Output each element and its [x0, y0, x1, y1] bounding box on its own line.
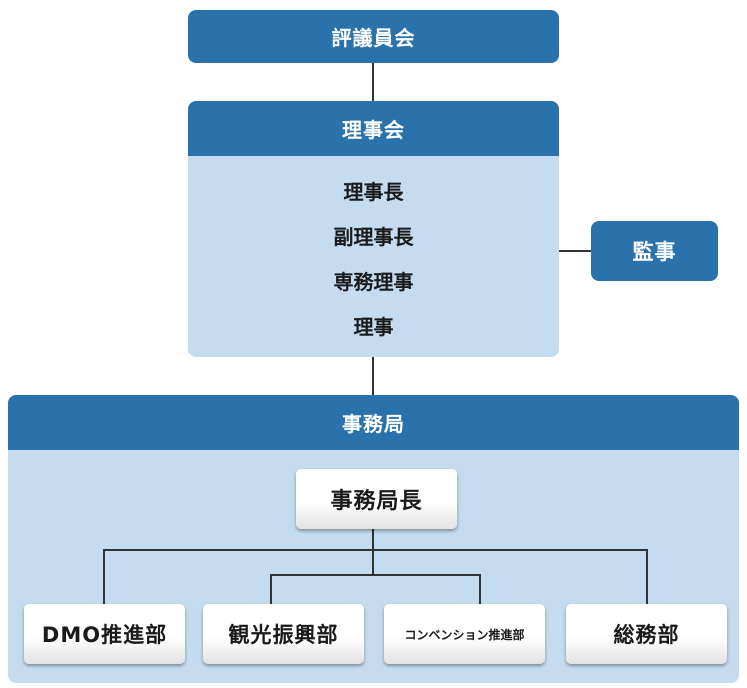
member-vice-chairman: 副理事長 [333, 225, 414, 249]
connector-convention-drop [479, 574, 481, 606]
connector-center-down [372, 549, 374, 575]
council-label: 評議員会 [331, 26, 416, 50]
connector-general-drop [646, 549, 648, 606]
department-convention-card: コンベンション推進部 [384, 604, 545, 664]
department-tourism-card: 観光振興部 [203, 604, 364, 664]
secretariat-label: 事務局 [342, 412, 405, 436]
connector-inner-bar [270, 574, 481, 576]
board-box: 理事会 理事長 副理事長 専務理事 理事 [188, 101, 559, 357]
member-chairman: 理事長 [343, 180, 404, 204]
connector-council-board [372, 62, 374, 102]
department-dmo-label: DMO推進部 [41, 623, 168, 647]
connector-outer-bar [103, 549, 648, 551]
department-tourism-label: 観光振興部 [228, 623, 339, 647]
board-members-panel: 理事長 副理事長 専務理事 理事 [188, 156, 559, 357]
connector-tourism-drop [270, 574, 272, 606]
member-director: 理事 [353, 315, 394, 339]
secretariat-header: 事務局 [8, 395, 739, 450]
board-label: 理事会 [342, 118, 405, 142]
secretariat-director-label: 事務局長 [330, 489, 423, 514]
department-general-affairs-card: 総務部 [566, 604, 727, 664]
auditor-box: 監事 [591, 221, 718, 281]
secretariat-director-card: 事務局長 [296, 469, 457, 529]
council-box: 評議員会 [188, 10, 559, 63]
connector-dmo-drop [103, 549, 105, 606]
board-header: 理事会 [188, 101, 559, 156]
connector-director-down [372, 527, 374, 550]
auditor-label: 監事 [632, 240, 677, 264]
connector-board-auditor [558, 250, 592, 252]
member-executive-director: 専務理事 [333, 270, 414, 294]
department-general-affairs-label: 総務部 [613, 623, 680, 647]
department-convention-label: コンベンション推進部 [404, 627, 525, 642]
department-dmo-card: DMO推進部 [24, 604, 185, 664]
connector-board-secretariat [372, 356, 374, 396]
